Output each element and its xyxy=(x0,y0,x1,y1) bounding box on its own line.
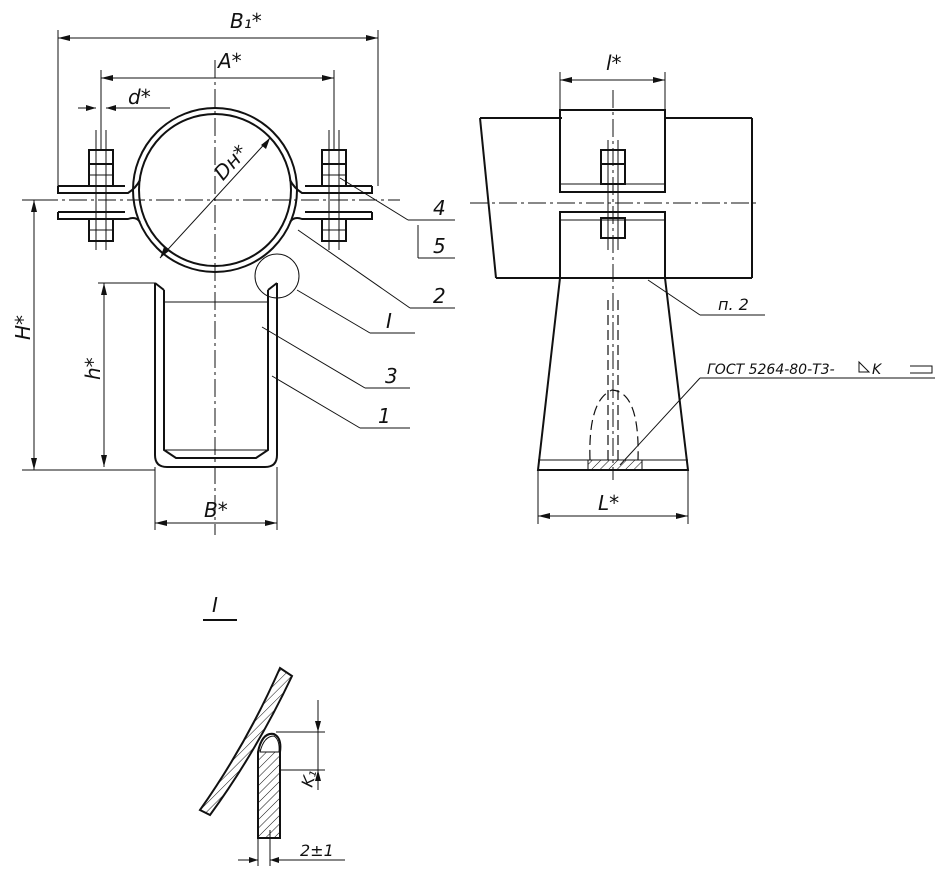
lower-clamp-right xyxy=(289,212,373,223)
detail-view: I K₁ 2±1 xyxy=(198,593,345,866)
dim-L xyxy=(537,470,689,524)
dim-L-label: L* xyxy=(598,491,619,515)
bolt-right xyxy=(321,130,347,250)
dim-B xyxy=(154,467,278,530)
upper-clamp-right xyxy=(289,179,373,194)
bolt-left xyxy=(88,130,114,250)
callout-2: 2 xyxy=(433,284,446,308)
note-ref: п. 2 xyxy=(718,295,749,314)
pipe-break-left xyxy=(479,117,497,279)
pipe-wall-section xyxy=(198,666,294,817)
dim-K1-label: K₁ xyxy=(298,768,321,789)
dim-d xyxy=(78,105,170,111)
dim-diameter xyxy=(159,137,271,259)
upper-clamp-left xyxy=(57,179,141,194)
weld-spec: ГОСТ 5264-80-Т3- xyxy=(707,362,835,378)
hidden-cutout xyxy=(589,389,639,461)
dim-h xyxy=(98,282,155,467)
dim-l-label: l* xyxy=(606,51,622,75)
front-view: B₁* A* d* Dн* H* xyxy=(11,9,455,535)
dim-H xyxy=(22,199,155,471)
dim-d-label: d* xyxy=(128,85,151,109)
plate-section xyxy=(257,732,282,839)
callout-1: 1 xyxy=(378,404,391,428)
dim-h-label: h* xyxy=(81,357,105,380)
weld-leader xyxy=(619,377,701,466)
detail-title: I xyxy=(212,593,218,617)
dim-l xyxy=(559,72,666,110)
fillet-weld-icon xyxy=(858,360,871,373)
dim-B1 xyxy=(57,30,379,186)
callout-3: 3 xyxy=(385,364,398,388)
detail-circle xyxy=(254,253,300,299)
dim-A xyxy=(100,70,335,150)
weld-contour-icon xyxy=(910,365,933,374)
weld-bead xyxy=(259,735,280,753)
dim-K1 xyxy=(276,700,325,790)
dim-H-label: H* xyxy=(11,315,35,340)
dim-B-label: B* xyxy=(204,498,228,522)
lower-clamp-left xyxy=(57,212,141,223)
dim-gap-label: 2±1 xyxy=(300,841,334,860)
pipe-inner xyxy=(138,113,292,267)
channel-support xyxy=(154,282,278,468)
dim-gap xyxy=(238,830,345,866)
weld-leg-label: K xyxy=(872,362,883,378)
dim-B1-label: B₁* xyxy=(230,9,262,33)
callout-5: 5 xyxy=(433,234,446,258)
weld-hatch xyxy=(587,459,643,471)
callout-4: 4 xyxy=(433,196,446,220)
note-leader xyxy=(647,279,701,316)
side-view: l* L* п. 2 ГОСТ 5264-80-Т3- K xyxy=(470,51,935,524)
callout-detail-ref: I xyxy=(386,309,392,333)
dim-A-label: A* xyxy=(216,49,242,73)
leader-lines xyxy=(261,177,455,429)
